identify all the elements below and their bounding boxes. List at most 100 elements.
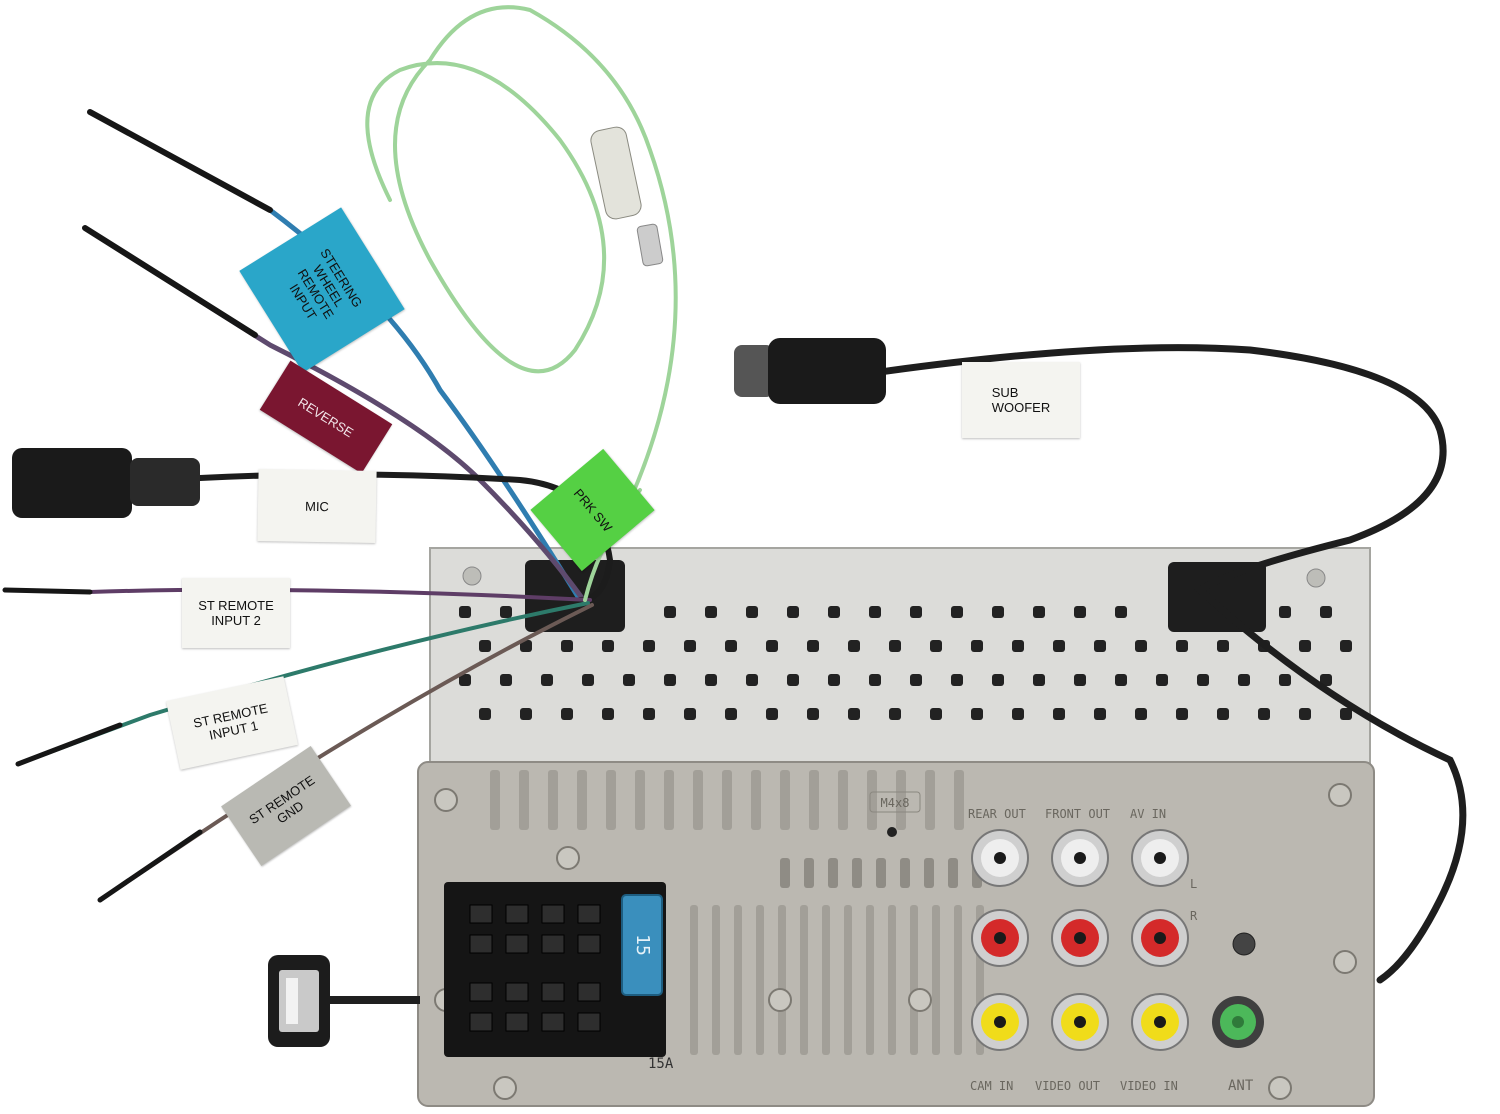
mic-jack [12,448,132,518]
usb-port [279,970,319,1032]
panel-rib [756,905,764,1055]
vent-hole [848,708,860,720]
rca-jack-pin [1154,852,1166,864]
screw [462,566,482,586]
st-remote-input-2-wire [3,587,592,602]
panel-rib [664,770,674,830]
vent-hole [1299,640,1311,652]
iso-pin [469,982,493,1002]
vent-hole [1074,674,1086,686]
rca-jacks [971,829,1189,1051]
vent-hole [889,708,901,720]
vent-hole [1135,708,1147,720]
vent-hole [1012,640,1024,652]
screw [434,788,458,812]
st-remote-input-2-tag: ST REMOTE INPUT 2 [182,578,290,648]
vent-hole [1094,708,1106,720]
vent-hole [971,708,983,720]
iso-pin [469,934,493,954]
vent-hole [910,674,922,686]
front-out-text: FRONT OUT [1045,807,1110,821]
reverse-wire-end [82,225,258,338]
inline-fuse-holder [590,126,642,220]
vent-hole [869,674,881,686]
vent-hole [725,708,737,720]
steering-wheel-remote-input-label: STEERING WHEEL REMOTE INPUT [286,245,366,323]
iso-pin [505,904,529,924]
vent-hole [520,708,532,720]
vent-hole [848,640,860,652]
mark-text: M4x8 [881,796,910,810]
vent-holes [459,606,1352,720]
vent-hole [766,640,778,652]
subwoofer-rca-plug [768,338,886,404]
panel-slot [780,858,790,888]
sub-woofer-label: SUB WOOFER [991,385,1051,415]
av-in-text: AV IN [1130,807,1166,821]
vent-hole [1299,708,1311,720]
iso-pin [469,1012,493,1032]
vent-hole [910,606,922,618]
vent-hole [623,674,635,686]
ant-text: ANT [1228,1078,1254,1094]
right-channel-text: R [1190,909,1198,923]
vent-hole [1156,674,1168,686]
vent-hole [1033,606,1045,618]
vent-hole [1033,674,1045,686]
vent-hole [582,674,594,686]
vent-hole [1094,640,1106,652]
vent-hole [992,606,1004,618]
panel-rib [778,905,786,1055]
sub-woofer-cable [876,344,1467,984]
panel-slot [948,858,958,888]
panel-slot [924,858,934,888]
mic-label: MIC [304,498,330,514]
iso-pin [577,1012,601,1032]
panel-rib [690,905,698,1055]
panel-rib [809,770,819,830]
vent-hole [1176,640,1188,652]
wire-connector [636,223,664,267]
vent-hole [1053,640,1065,652]
video-out-text: VIDEO OUT [1035,1079,1100,1093]
left-channel-text: L [1190,877,1197,891]
right-cable-slot [1168,562,1266,632]
iso-pin [577,982,601,1002]
screw [556,846,580,870]
screw [908,988,932,1012]
st-remote-gnd-label: ST REMOTE GND [246,772,318,828]
vent-hole [602,640,614,652]
vent-hole [684,640,696,652]
vent-hole [951,674,963,686]
vent-hole [1279,674,1291,686]
cam-in-text: CAM IN [970,1079,1013,1093]
panel-rib [896,770,906,830]
vent-hole [602,708,614,720]
vent-hole [1279,606,1291,618]
vent-hole [1115,606,1127,618]
vent-hole [746,606,758,618]
panel-rib [751,770,761,830]
vent-hole [828,606,840,618]
panel-rib [490,770,500,830]
vent-hole [1217,640,1229,652]
panel-rib [800,905,808,1055]
screw [1333,950,1357,974]
usb-tongue [286,978,298,1024]
antenna-pin [1232,1016,1244,1028]
iso-pin [469,904,493,924]
vent-hole [1217,708,1229,720]
vent-hole [1115,674,1127,686]
vent-hole [725,640,737,652]
screw [1268,1076,1292,1100]
vent-hole [807,640,819,652]
panel-rib [867,770,877,830]
panel-rib [548,770,558,830]
vent-hole [1074,606,1086,618]
iso-pin [541,934,565,954]
panel-rib [635,770,645,830]
vent-hole [459,606,471,618]
vent-hole [561,640,573,652]
small-jack [1232,932,1256,956]
